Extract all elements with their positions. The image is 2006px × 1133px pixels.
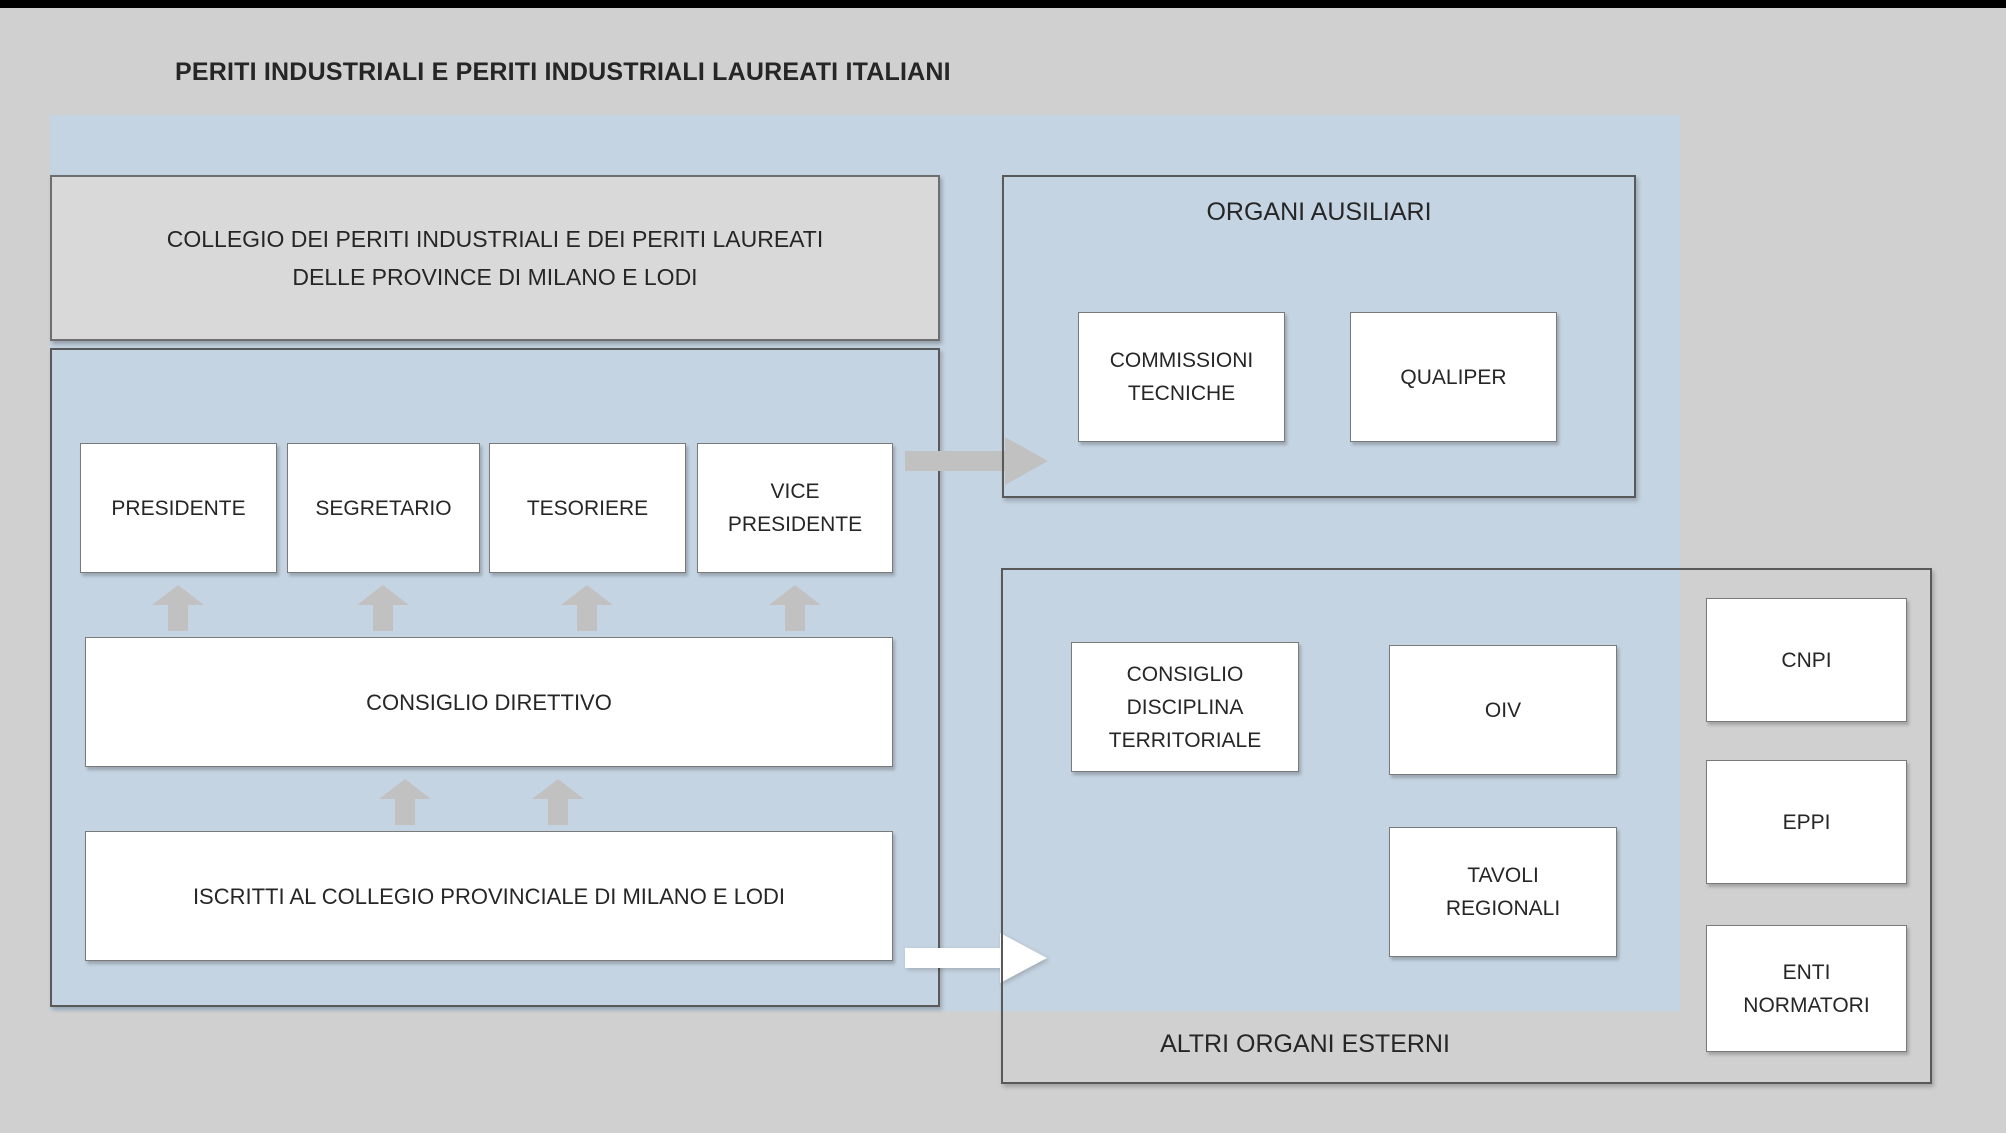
box-vice-presidente: VICE PRESIDENTE	[697, 443, 893, 573]
box-tavoli-regionali: TAVOLI REGIONALI	[1389, 827, 1617, 957]
box-iscritti: ISCRITTI AL COLLEGIO PROVINCIALE DI MILA…	[85, 831, 893, 961]
box-commissioni-tecniche: COMMISSIONI TECNICHE	[1078, 312, 1285, 442]
altri-organi-esterni-title: ALTRI ORGANI ESTERNI	[1160, 1030, 1450, 1058]
right-arrow-icon	[905, 437, 1048, 485]
box-qualiper: QUALIPER	[1350, 312, 1557, 442]
box-tesoriere: TESORIERE	[489, 443, 686, 573]
box-cnpi: CNPI	[1706, 598, 1907, 722]
box-enti-normatori: ENTI NORMATORI	[1706, 925, 1907, 1052]
collegio-internal-frame	[50, 348, 940, 1007]
up-arrow-icon	[769, 585, 821, 631]
top-black-bar	[0, 0, 2006, 8]
up-arrow-icon	[357, 585, 409, 631]
box-eppi: EPPI	[1706, 760, 1907, 884]
up-arrow-icon	[561, 585, 613, 631]
up-arrow-icon	[379, 779, 431, 825]
box-consiglio-disciplina-territoriale: CONSIGLIO DISCIPLINA TERRITORIALE	[1071, 642, 1299, 772]
up-arrow-icon	[532, 779, 584, 825]
box-oiv: OIV	[1389, 645, 1617, 775]
organi-ausiliari-frame	[1002, 175, 1636, 498]
collegio-header-label: COLLEGIO DEI PERITI INDUSTRIALI E DEI PE…	[166, 226, 824, 290]
altri-organi-esterni-frame	[1001, 568, 1932, 1084]
organi-ausiliari-title: ORGANI AUSILIARI	[1206, 198, 1432, 226]
right-arrow-white-icon	[905, 933, 1047, 983]
box-segretario: SEGRETARIO	[287, 443, 480, 573]
box-consiglio-direttivo: CONSIGLIO DIRETTIVO	[85, 637, 893, 767]
page-title: PERITI INDUSTRIALI E PERITI INDUSTRIALI …	[175, 58, 951, 86]
box-presidente: PRESIDENTE	[80, 443, 277, 573]
up-arrow-icon	[152, 585, 204, 631]
collegio-header-box: COLLEGIO DEI PERITI INDUSTRIALI E DEI PE…	[50, 175, 940, 341]
